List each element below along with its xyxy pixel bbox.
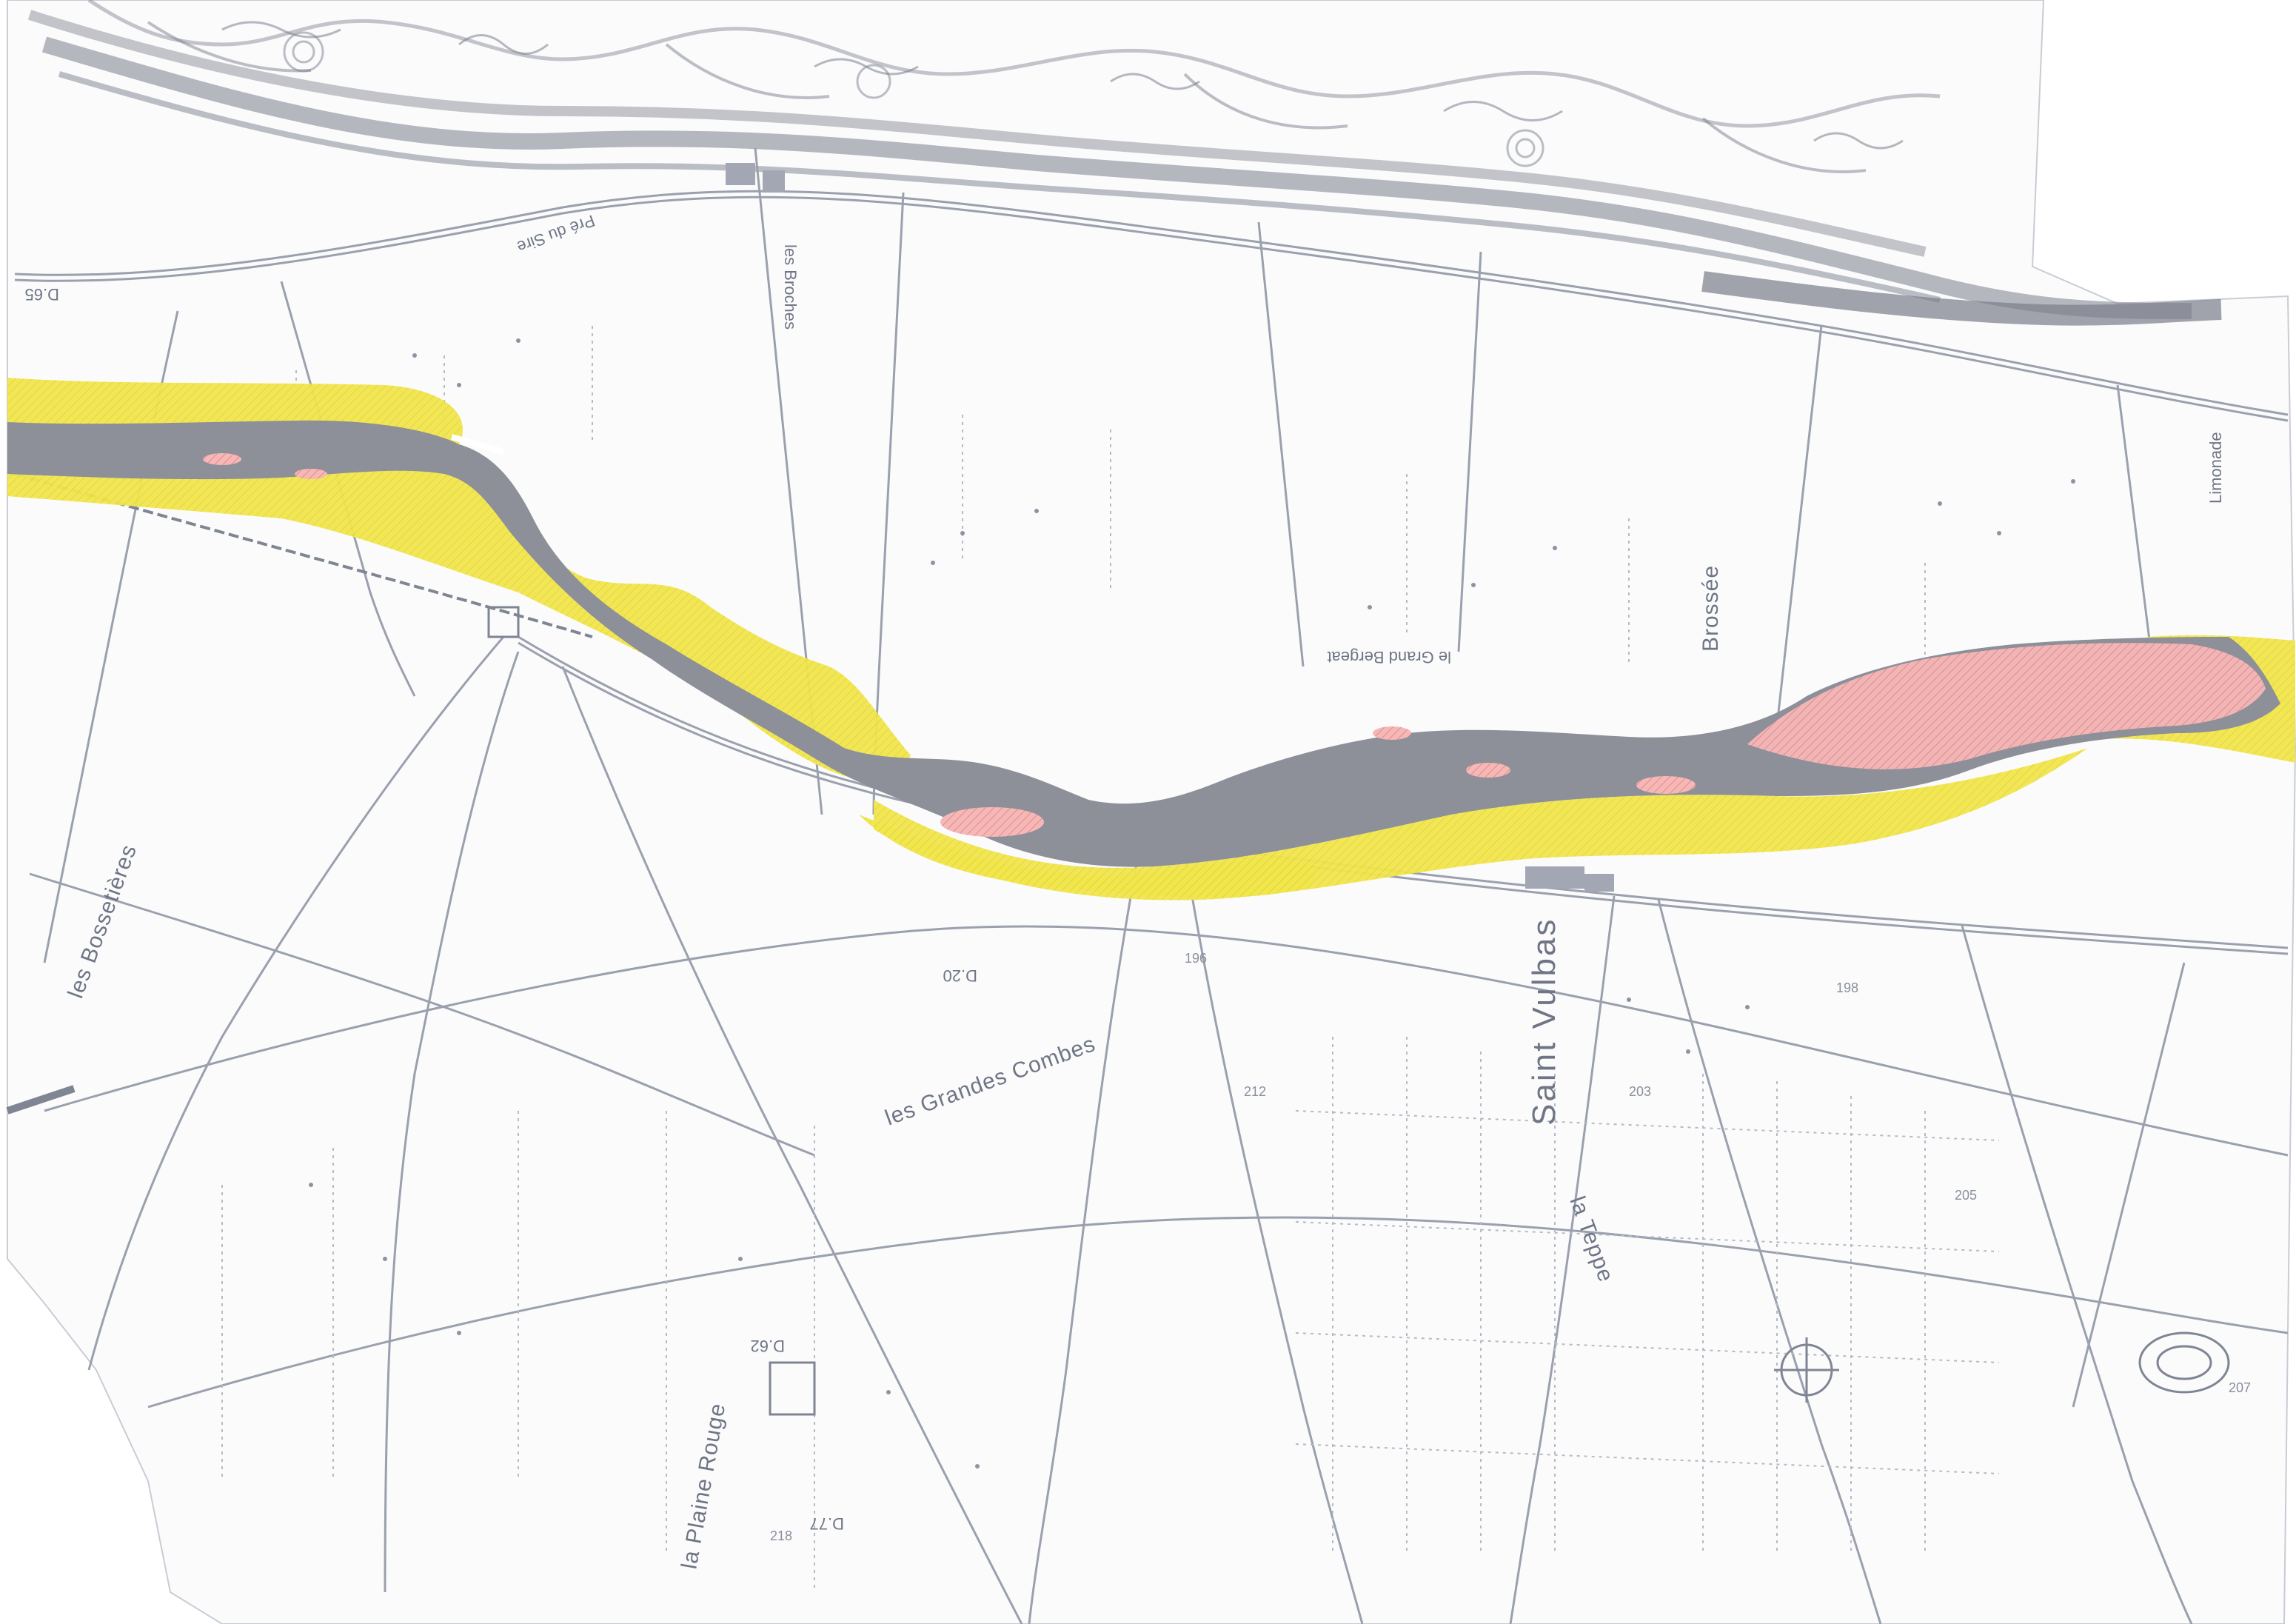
road-label-d65: D.65 <box>25 285 59 304</box>
spot-height-218: 218 <box>770 1528 792 1543</box>
spot-height-207: 207 <box>2229 1380 2251 1395</box>
flood-zone-red-island-6 <box>295 469 327 479</box>
spot-height-198: 198 <box>1836 980 1858 995</box>
flood-zone-red-island-5 <box>203 453 241 465</box>
flood-zone-red-island-1 <box>940 807 1044 837</box>
relief-hachures <box>27 0 2192 319</box>
spot-height-205: 205 <box>1955 1188 1977 1203</box>
flood-zone-red-right <box>1747 643 2266 769</box>
hill-contour-icon <box>2138 1331 2230 1394</box>
road-label-d20: D.20 <box>943 966 977 985</box>
place-label-brossee: Brossée <box>1698 565 1723 652</box>
flood-zone-red-island-2 <box>1636 776 1696 794</box>
map-symbols <box>309 163 2075 1468</box>
upper-canal <box>1701 271 2222 326</box>
road-label-d62: D.62 <box>751 1337 785 1355</box>
flood-zone-red-island-4 <box>1373 726 1411 740</box>
road-stub-left <box>6 1085 76 1115</box>
river-bridge <box>450 434 505 455</box>
compass-rose-icon <box>1774 1337 1839 1403</box>
flood-zone-red-island-3 <box>1466 763 1510 778</box>
flood-zone-yellow-south <box>874 748 2088 900</box>
spot-height-196: 196 <box>1185 951 1207 966</box>
spot-height-203: 203 <box>1629 1084 1651 1099</box>
place-label-les-broches: les Broches <box>781 244 800 330</box>
spot-height-212: 212 <box>1244 1084 1266 1099</box>
place-label-limonade: Limonade <box>2206 432 2225 504</box>
road-label-d77: D.77 <box>810 1514 844 1533</box>
river-channel <box>7 420 2280 867</box>
place-label-le-grand-bergeat: le Grand Bergeat <box>1327 648 1451 666</box>
town-label-saint-vulbas: Saint Vulbas <box>1526 918 1562 1126</box>
